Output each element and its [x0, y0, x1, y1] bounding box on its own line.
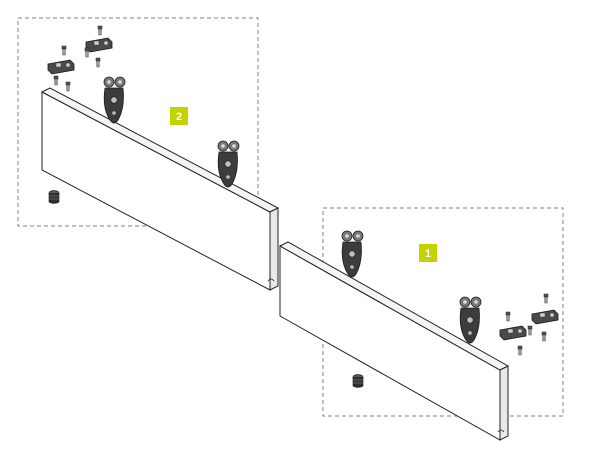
- screw-icon: [505, 311, 511, 322]
- screw-icon: [541, 331, 547, 342]
- roller-carriage-icon: [103, 76, 126, 124]
- screw-icon: [61, 45, 67, 56]
- guide-bracket-icon: [85, 37, 113, 53]
- screw-icon: [543, 293, 549, 304]
- floor-guide-icon: [352, 374, 364, 388]
- callout-badge-2: 2: [170, 107, 188, 125]
- screw-icon: [53, 75, 59, 86]
- screw-icon: [97, 25, 103, 36]
- panel-door-icon: [40, 87, 280, 291]
- screw-icon: [95, 57, 101, 68]
- floor-guide-icon: [48, 190, 60, 204]
- guide-bracket-icon: [531, 309, 559, 325]
- screw-icon: [517, 345, 523, 356]
- roller-carriage-icon: [341, 230, 364, 278]
- roller-carriage-icon: [459, 296, 482, 344]
- screw-icon: [84, 47, 90, 58]
- callout-label-2: 2: [176, 111, 182, 123]
- callout-label-1: 1: [425, 248, 431, 260]
- callout-badge-1: 1: [419, 244, 437, 262]
- screw-icon: [65, 81, 71, 92]
- guide-bracket-icon: [499, 325, 527, 341]
- detail-frame-2: [17, 17, 259, 227]
- panel-door-icon: [278, 241, 510, 441]
- screw-icon: [527, 325, 533, 336]
- guide-bracket-icon: [47, 59, 75, 75]
